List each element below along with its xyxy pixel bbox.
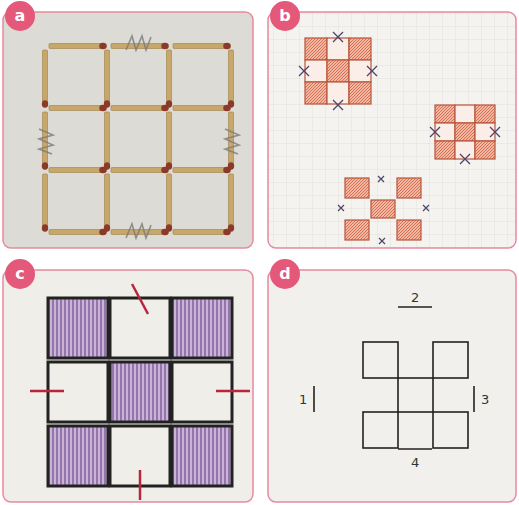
- panel-badge: b: [270, 1, 300, 31]
- panel-letter: d: [279, 266, 290, 282]
- panel-letter: b: [279, 8, 290, 24]
- matchstick-number: 4: [411, 456, 419, 469]
- panel-badge: a: [5, 1, 35, 31]
- panel-badge: d: [270, 259, 300, 289]
- panel-letter: c: [15, 266, 24, 282]
- matchstick-number: 3: [481, 393, 489, 406]
- panel-badge: c: [5, 259, 35, 289]
- matchstick-number: 2: [411, 291, 419, 304]
- panel-letter: a: [15, 8, 26, 24]
- matchstick-number: 1: [299, 393, 307, 406]
